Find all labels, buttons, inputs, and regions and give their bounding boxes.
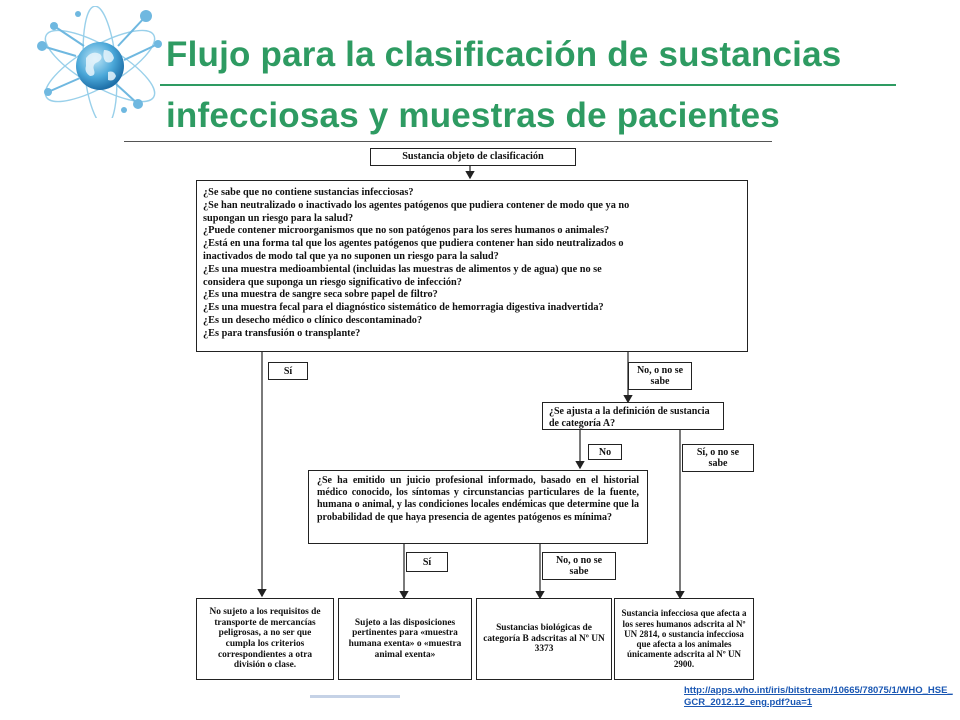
- outcome-text: Sustancias biológicas de categoría B ads…: [483, 623, 605, 655]
- professional-judgement-box: ¿Se ha emitido un juicio profesional inf…: [308, 470, 648, 544]
- no-label-2: No: [588, 444, 622, 460]
- outcome-category-b: Sustancias biológicas de categoría B ads…: [476, 598, 612, 680]
- no-label-3-text: No, o no se sabe: [555, 555, 603, 577]
- question-line: ¿Es una muestra fecal para el diagnóstic…: [203, 302, 604, 314]
- question-line: ¿Es para transfusión o transplante?: [203, 327, 361, 339]
- professional-judgement-text: ¿Se ha emitido un juicio profesional inf…: [317, 475, 639, 523]
- no-label-1: No, o no se sabe: [628, 362, 692, 390]
- yes-label-2-text: Sí, o no se sabe: [696, 447, 740, 469]
- faint-mark: [310, 695, 400, 698]
- start-node: Sustancia objeto de clasificación: [370, 148, 576, 166]
- outcome-exempt-sample: Sujeto a las disposiciones pertinentes p…: [338, 598, 472, 680]
- question-line: ¿Se han neutralizado o inactivado los ag…: [203, 199, 630, 211]
- start-node-label: Sustancia objeto de clasificación: [402, 150, 544, 162]
- no-label-2-text: No: [598, 446, 612, 458]
- question-line: supongan un riesgo para la salud?: [203, 212, 354, 224]
- initial-questions-box: ¿Se sabe que no contiene sustancias infe…: [196, 180, 748, 352]
- outcome-text: Sustancia infecciosa que afecta a los se…: [621, 608, 747, 670]
- question-line: inactivados de modo tal que ya no supone…: [203, 250, 499, 262]
- yes-label-2: Sí, o no se sabe: [682, 444, 754, 472]
- title-divider: [160, 84, 896, 86]
- outcome-not-subject: No sujeto a los requisitos de transporte…: [196, 598, 334, 680]
- question-line: considera que suponga un riesgo signific…: [203, 276, 462, 288]
- yes-label-1: Sí: [268, 362, 308, 380]
- yes-label-3-text: Sí: [422, 556, 432, 568]
- question-line: ¿Está en una forma tal que los agentes p…: [203, 238, 624, 250]
- no-label-3: No, o no se sabe: [542, 552, 616, 580]
- no-label-1-text: No, o no se sabe: [636, 365, 684, 387]
- question-line: ¿Se sabe que no contiene sustancias infe…: [203, 187, 414, 198]
- source-link[interactable]: http://apps.who.int/iris/bitstream/10665…: [684, 685, 953, 708]
- outcome-category-a: Sustancia infecciosa que afecta a los se…: [614, 598, 754, 680]
- question-line: ¿Puede contener microorganismos que no s…: [203, 225, 610, 237]
- outcome-text: No sujeto a los requisitos de transporte…: [209, 607, 321, 671]
- page-title-line-1: Flujo para la clasificación de sustancia…: [166, 35, 842, 74]
- yes-label-3: Sí: [406, 552, 448, 572]
- outcome-text: Sujeto a las disposiciones pertinentes p…: [348, 617, 462, 660]
- question-line: ¿Es una muestra medioambiental (incluida…: [203, 263, 602, 275]
- category-a-question-box: ¿Se ajusta a la definición de sustancia …: [542, 402, 724, 430]
- question-line: ¿Es un desecho médico o clínico desconta…: [203, 314, 423, 326]
- page-title-line-2: infecciosas y muestras de pacientes: [166, 96, 780, 135]
- category-a-question-text: ¿Se ajusta a la definición de sustancia …: [549, 406, 710, 429]
- globe-molecule-logo-icon: [37, 6, 162, 118]
- question-line: ¿Es una muestra de sangre seca sobre pap…: [203, 289, 438, 301]
- yes-label-1-text: Sí: [283, 365, 293, 377]
- diagram-top-rule: [124, 141, 772, 142]
